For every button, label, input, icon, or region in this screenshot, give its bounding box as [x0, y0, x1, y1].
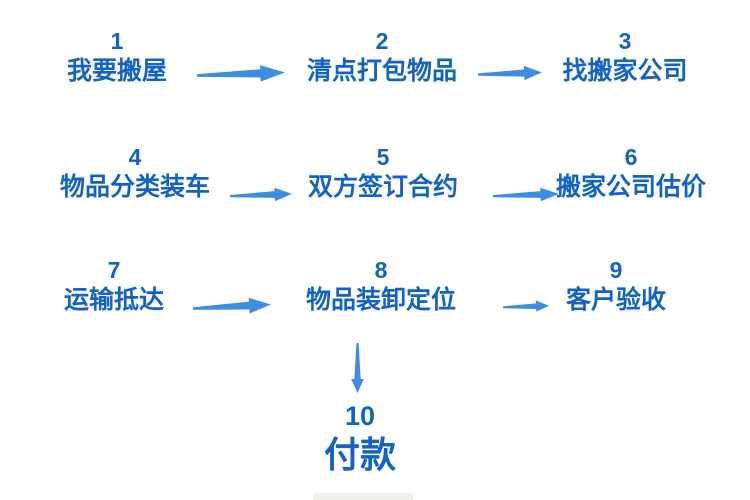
step-label: 客户验收: [565, 286, 666, 314]
step-number: 9: [609, 257, 623, 283]
step-7: 7 运输抵达: [14, 256, 214, 314]
arrow-right-icon: [492, 185, 560, 205]
step-5: 5 双方签订合约: [283, 143, 483, 201]
step-8: 8 物品装卸定位: [281, 256, 481, 314]
step-9: 9 客户验收: [516, 256, 716, 314]
step-3: 3 找搬家公司: [525, 27, 725, 85]
step-number: 6: [624, 144, 638, 170]
arrow-right-icon: [196, 61, 286, 86]
step-label: 付款: [323, 434, 396, 475]
arrow-down-icon: [349, 343, 366, 393]
step-2: 2 清点打包物品: [282, 27, 482, 85]
step-4: 4 物品分类装车: [35, 143, 235, 201]
arrow-right-icon: [477, 63, 543, 84]
step-number: 2: [375, 28, 389, 54]
step-10: 10 付款: [260, 400, 460, 476]
step-number: 10: [344, 401, 376, 431]
step-1: 1 我要搬屋: [17, 27, 217, 85]
arrow-right-icon: [502, 298, 549, 315]
step-label: 搬家公司估价: [555, 173, 706, 201]
step-label: 运输抵达: [63, 286, 164, 314]
step-label: 清点打包物品: [306, 57, 457, 85]
step-number: 4: [128, 144, 142, 170]
step-number: 8: [374, 257, 388, 283]
cropped-bottom-artifact: [313, 493, 413, 500]
step-label: 我要搬屋: [66, 57, 167, 85]
arrow-right-icon: [229, 185, 293, 205]
step-number: 1: [110, 28, 124, 54]
step-number: 7: [107, 257, 121, 283]
step-label: 双方签订合约: [307, 173, 458, 201]
arrow-right-icon: [192, 294, 272, 319]
step-number: 5: [376, 144, 390, 170]
step-6: 6 搬家公司估价: [531, 143, 731, 201]
step-label: 找搬家公司: [562, 57, 688, 85]
step-label: 物品分类装车: [59, 173, 210, 201]
step-label: 物品装卸定位: [305, 286, 456, 314]
step-number: 3: [618, 28, 632, 54]
